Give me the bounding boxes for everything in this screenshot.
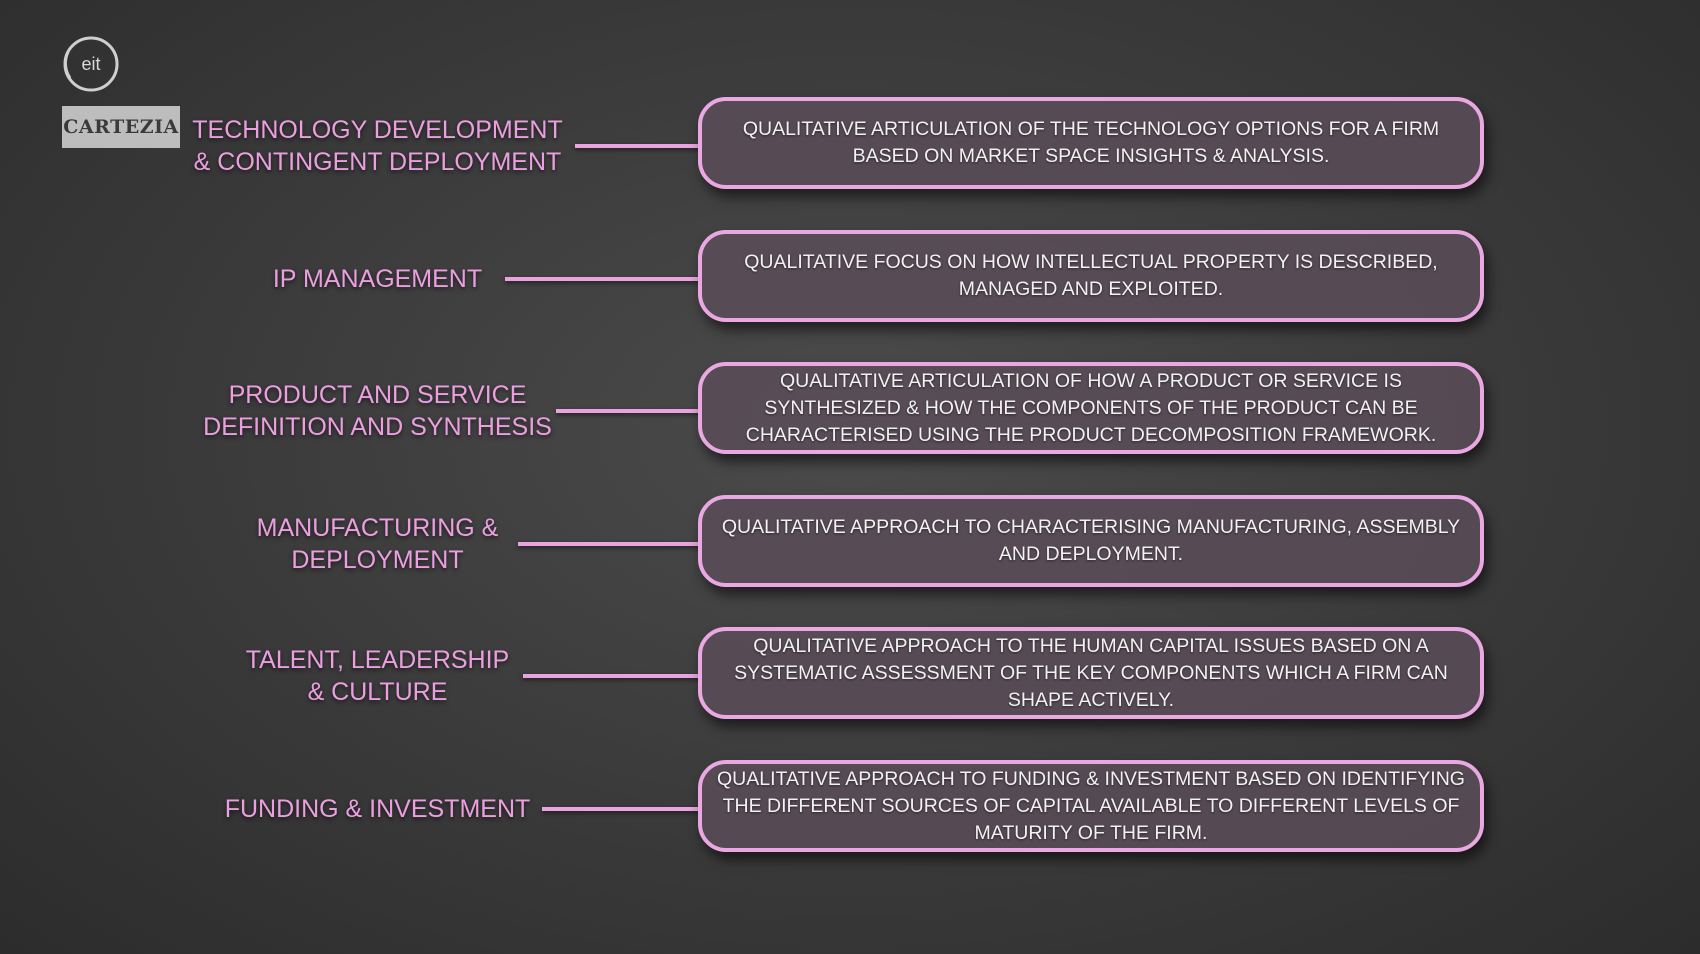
row-technology-development: TECHNOLOGY DEVELOPMENT & CONTINGENT DEPL… (0, 97, 1700, 195)
row-label: TALENT, LEADERSHIP & CULTURE (190, 627, 565, 725)
row-label-line: DEFINITION AND SYNTHESIS (203, 413, 552, 441)
row-funding-investment: FUNDING & INVESTMENT QUALITATIVE APPROAC… (0, 760, 1700, 858)
row-label-line: TECHNOLOGY DEVELOPMENT (192, 116, 563, 144)
row-label-line: & CONTINGENT DEPLOYMENT (193, 148, 562, 176)
connector-line (518, 542, 702, 546)
row-manufacturing: MANUFACTURING & DEPLOYMENT QUALITATIVE A… (0, 495, 1700, 593)
row-label: FUNDING & INVESTMENT (190, 760, 565, 858)
connector-line (542, 807, 702, 811)
row-label-line: MANUFACTURING & (256, 514, 499, 542)
row-product-service: PRODUCT AND SERVICE DEFINITION AND SYNTH… (0, 362, 1700, 460)
row-label-line: DEPLOYMENT (291, 546, 464, 574)
row-label: PRODUCT AND SERVICE DEFINITION AND SYNTH… (190, 362, 565, 460)
description-box: QUALITATIVE APPROACH TO THE HUMAN CAPITA… (698, 627, 1484, 719)
description-box: QUALITATIVE APPROACH TO FUNDING & INVEST… (698, 760, 1484, 852)
row-label-line: TALENT, LEADERSHIP (245, 646, 510, 674)
row-label-line: PRODUCT AND SERVICE (228, 381, 527, 409)
eit-logo-text: eit (81, 54, 100, 74)
row-label: IP MANAGEMENT (190, 230, 565, 328)
connector-line (556, 409, 702, 413)
connector-line (505, 277, 702, 281)
row-talent-leadership: TALENT, LEADERSHIP & CULTURE QUALITATIVE… (0, 627, 1700, 725)
row-ip-management: IP MANAGEMENT QUALITATIVE FOCUS ON HOW I… (0, 230, 1700, 328)
description-box: QUALITATIVE FOCUS ON HOW INTELLECTUAL PR… (698, 230, 1484, 322)
eit-logo-icon: eit (63, 36, 119, 92)
row-label-line: & CULTURE (307, 678, 448, 706)
row-label-line: IP MANAGEMENT (272, 265, 483, 293)
connector-line (575, 144, 702, 148)
description-box: QUALITATIVE APPROACH TO CHARACTERISING M… (698, 495, 1484, 587)
cartezia-logo: CARTEZIA (62, 106, 180, 148)
connector-line (523, 674, 702, 678)
row-label: TECHNOLOGY DEVELOPMENT & CONTINGENT DEPL… (190, 97, 565, 195)
eit-logo: eit (58, 32, 122, 96)
row-label: MANUFACTURING & DEPLOYMENT (190, 495, 565, 593)
row-label-line: FUNDING & INVESTMENT (224, 795, 531, 823)
description-box: QUALITATIVE ARTICULATION OF THE TECHNOLO… (698, 97, 1484, 189)
description-box: QUALITATIVE ARTICULATION OF HOW A PRODUC… (698, 362, 1484, 454)
